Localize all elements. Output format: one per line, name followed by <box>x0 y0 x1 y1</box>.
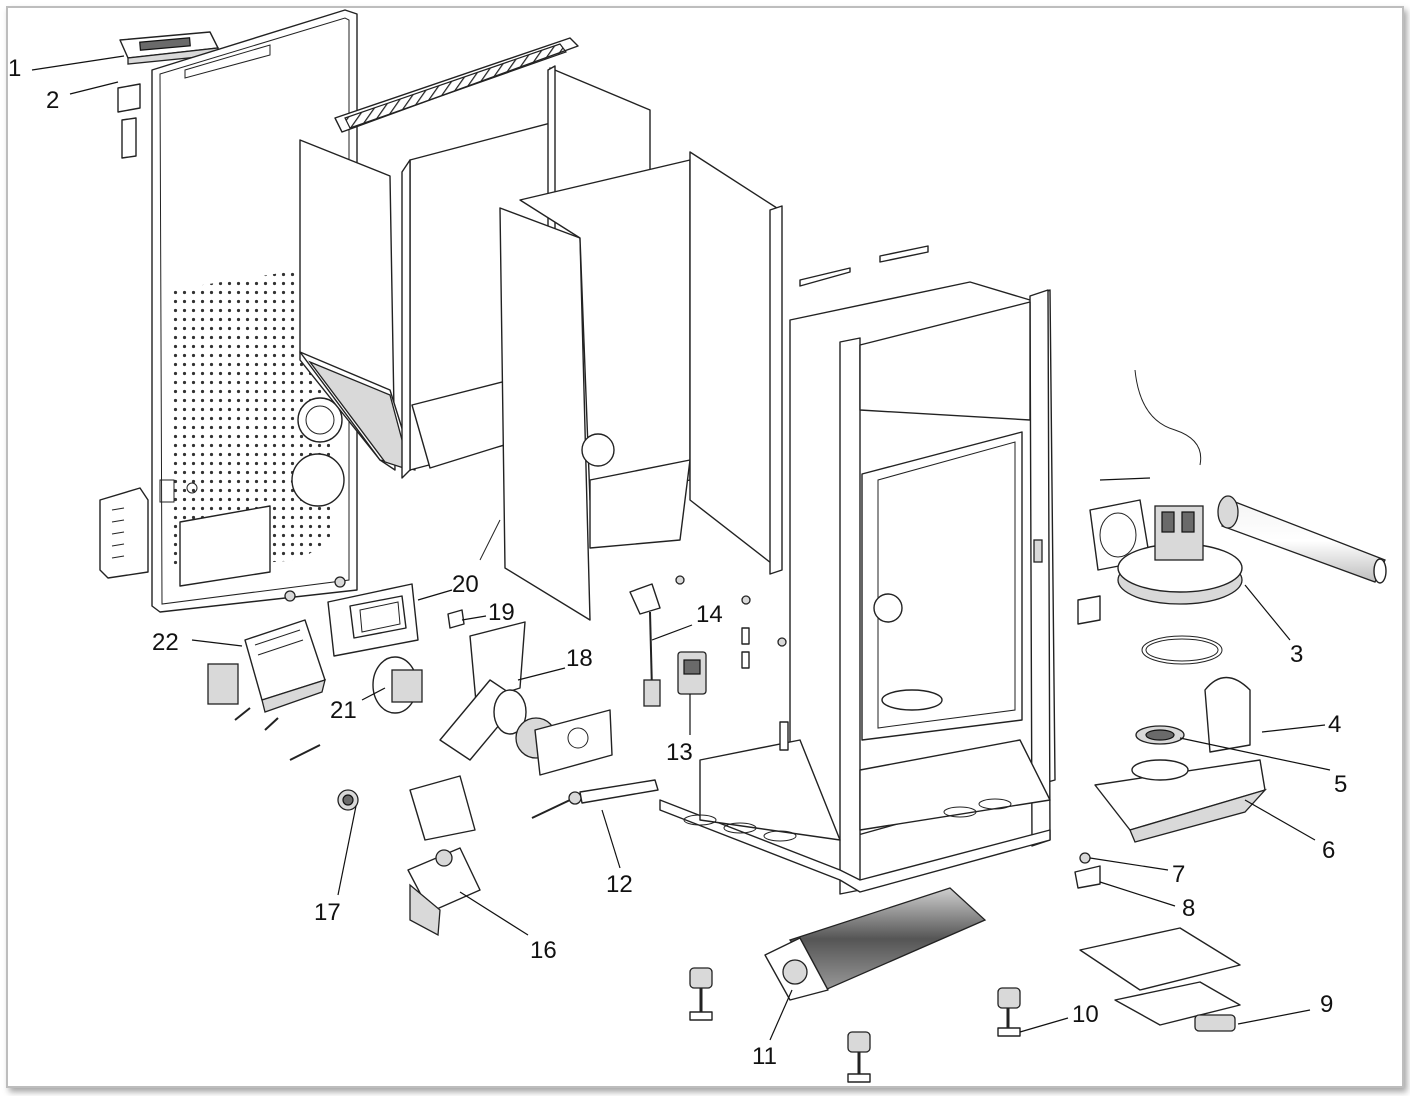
callout-4: 4 <box>1328 711 1341 738</box>
inner-panel-e <box>689 151 783 575</box>
callout-7: 7 <box>1172 861 1185 888</box>
callout-1: 1 <box>8 55 21 82</box>
callout-18: 18 <box>566 645 593 672</box>
clip-part-19 <box>447 609 465 629</box>
exhaust-tube <box>1217 495 1387 584</box>
callout-16: 16 <box>530 937 557 964</box>
callout-17: 17 <box>314 899 341 926</box>
callout-12: 12 <box>606 871 633 898</box>
callout-5: 5 <box>1334 771 1347 798</box>
main-frame <box>659 245 1056 895</box>
ash-tray-part <box>1094 759 1268 843</box>
clip-part-8 <box>1074 865 1101 889</box>
callout-3: 3 <box>1290 641 1303 668</box>
callout-19: 19 <box>488 599 515 626</box>
auger-tube-part <box>439 621 613 776</box>
callout-9: 9 <box>1320 991 1333 1018</box>
foot-part <box>689 967 1021 1083</box>
plug-part <box>629 583 661 707</box>
callout-13: 13 <box>666 739 693 766</box>
bracket-part <box>117 83 141 159</box>
callout-11: 11 <box>752 1043 777 1070</box>
callout-2: 2 <box>46 87 59 114</box>
grate-ring-part <box>1135 725 1185 745</box>
igniter-part <box>531 779 659 819</box>
gasket-frame-part <box>284 576 419 657</box>
leader-lines <box>31 55 1331 1041</box>
callout-14: 14 <box>696 601 723 628</box>
small-pins <box>675 575 789 751</box>
top-grille <box>334 37 579 133</box>
pressure-switch-part <box>372 656 423 714</box>
knob-part <box>337 789 359 811</box>
gear-motor-part <box>407 775 481 937</box>
plate-and-remote-part <box>1079 927 1241 1032</box>
clip-part-7 <box>1079 852 1091 864</box>
cover-bracket-part <box>1204 676 1251 753</box>
slotted-bracket <box>99 487 149 579</box>
callout-22: 22 <box>152 629 179 656</box>
callout-6: 6 <box>1322 837 1335 864</box>
tangential-fan-part <box>764 887 987 1001</box>
control-board-part <box>207 619 326 761</box>
callout-8: 8 <box>1182 895 1195 922</box>
thermostat-part <box>677 651 707 695</box>
callout-20: 20 <box>452 571 479 598</box>
inner-panel-a <box>299 139 416 471</box>
callout-21: 21 <box>330 697 357 724</box>
smoke-extractor-part <box>1077 369 1243 665</box>
control-panel-part <box>119 31 219 65</box>
inner-panel-d <box>479 159 691 621</box>
callout-labels: 1 2 3 4 5 6 7 8 9 10 11 12 13 14 16 17 1… <box>8 55 1347 1070</box>
callout-10: 10 <box>1072 1001 1099 1028</box>
